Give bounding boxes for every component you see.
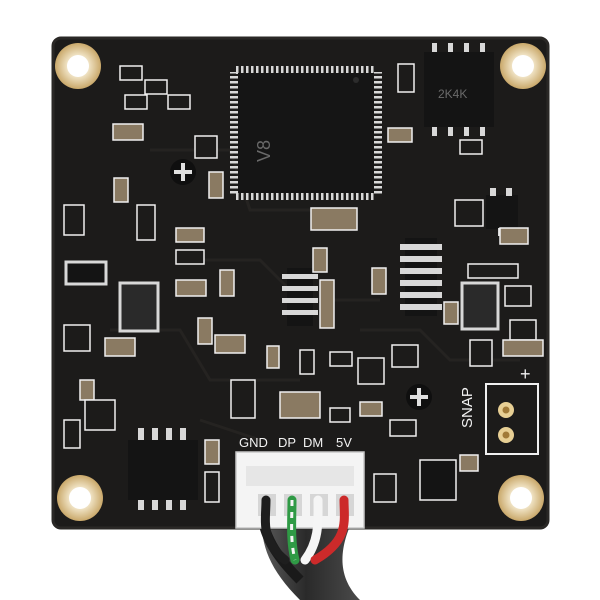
pin-label-dm: DM [303, 435, 323, 450]
plus-label: + [520, 364, 531, 384]
pin-label-5v: 5V [336, 435, 352, 450]
main-processor-chip: V8 [230, 66, 382, 200]
pin-label-gnd: GND [239, 435, 268, 450]
resistor-array [400, 238, 442, 316]
flash-chip-label: 2K4K [438, 87, 467, 101]
wire-stripe [290, 499, 297, 561]
white-wire-icon [300, 495, 323, 565]
usb-wires [260, 495, 349, 565]
transistor-chip [486, 188, 518, 236]
main-chip-label: V8 [254, 140, 274, 162]
passive-components [63, 63, 544, 503]
transistor-chip [64, 260, 108, 286]
regulator-chip [118, 281, 160, 333]
mounting-hole-bottom-right [498, 475, 544, 521]
screw-icon [406, 384, 432, 410]
black-wire-icon [260, 495, 290, 565]
mounting-hole-top-left [55, 43, 101, 89]
eeprom-chip [128, 428, 198, 510]
snap-button-pads [485, 383, 539, 455]
snap-label: SNAP [459, 387, 476, 428]
resistor-array [282, 268, 318, 326]
red-wire-icon [310, 495, 349, 565]
pin-label-dp: DP [278, 435, 296, 450]
screw-icon [170, 159, 196, 185]
regulator-chip [460, 281, 500, 331]
mounting-hole-bottom-left [57, 475, 103, 521]
flash-chip: 2K4K [424, 43, 494, 136]
mounting-hole-top-right [500, 43, 546, 89]
